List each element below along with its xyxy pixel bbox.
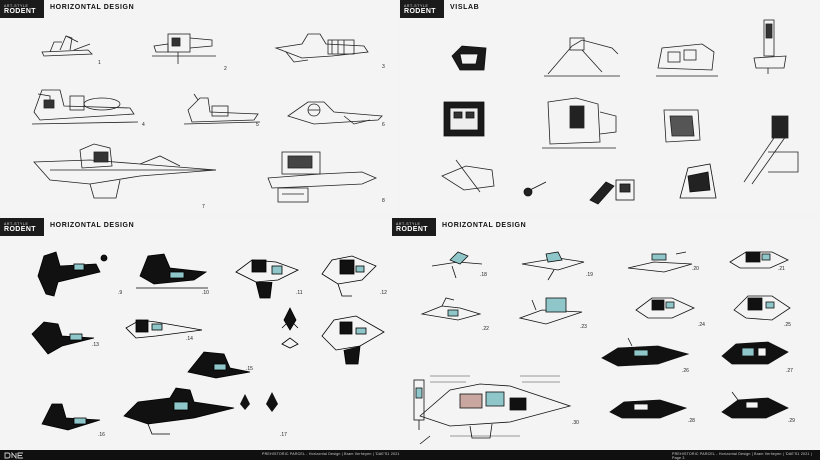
panel-title: HORIZONTAL DESIGN [50, 222, 135, 229]
vehicle-sketch-1 [40, 28, 95, 60]
silhouette-12b [316, 306, 388, 366]
panel-header: ART-STYLE RODENT HORIZONTAL DESIGN [0, 0, 140, 18]
rodent-badge: ART-STYLE RODENT [392, 218, 436, 236]
concept-18 [428, 248, 486, 282]
vehicle-sketch-3 [272, 26, 372, 66]
vehicle-sketch-4 [30, 82, 140, 128]
vislab-crane-sketch [738, 112, 804, 185]
concept-29 [718, 388, 792, 426]
dne-logo [0, 450, 30, 460]
concept-21 [726, 242, 792, 276]
vislab-pod-sketch [674, 158, 722, 204]
concept-side-tower [410, 376, 428, 432]
panel-title: HORIZONTAL DESIGN [50, 4, 135, 11]
concept-22 [418, 296, 484, 330]
concept-19 [518, 248, 588, 282]
panel-horizontal-design-1: ART-STYLE RODENT HORIZONTAL DESIGN 1 2 3… [0, 0, 398, 214]
vislab-hook-sketch [520, 178, 550, 200]
panel-vislab: ART-STYLE RODENT VISLAB [400, 0, 820, 214]
vislab-cabin-sketch [652, 38, 720, 82]
vehicle-sketch-5 [182, 88, 262, 128]
panel-horizontal-design-3: ART-STYLE RODENT HORIZONTAL DESIGN .18 .… [392, 218, 820, 450]
footer-caption-left: PREHISTORIC PARCEL - Horizontal Design |… [262, 452, 400, 456]
silhouette-14 [122, 310, 206, 344]
vislab-machine-sketch [536, 92, 622, 152]
panel-header: ART-STYLE RODENT HORIZONTAL DESIGN [0, 218, 140, 236]
silhouette-12 [318, 246, 382, 300]
small-silhouette-a [278, 306, 302, 332]
concept-30-annotated [410, 366, 580, 445]
vehicle-sketch-8 [262, 148, 380, 208]
vislab-tool-sketch [436, 156, 500, 196]
rodent-badge: ART-STYLE RODENT [0, 218, 44, 236]
footer-bar: PREHISTORIC PARCEL - Horizontal Design |… [0, 450, 820, 460]
concept-26 [598, 336, 692, 374]
panel-title: HORIZONTAL DESIGN [442, 222, 527, 229]
silhouette-15 [184, 344, 254, 384]
vislab-clamp-sketch [586, 172, 642, 206]
concept-27 [718, 334, 792, 374]
small-silhouette-d [264, 390, 280, 414]
vislab-box-sketch [658, 104, 706, 148]
silhouette-17 [118, 380, 238, 436]
concept-23 [516, 292, 586, 332]
concept-25 [730, 288, 794, 328]
vislab-panel-sketch [436, 98, 492, 144]
silhouette-16 [38, 394, 104, 436]
vehicle-sketch-7 [30, 140, 220, 206]
panel-header: ART-STYLE RODENT HORIZONTAL DESIGN [392, 218, 532, 236]
panel-horizontal-design-2: ART-STYLE RODENT HORIZONTAL DESIGN .9 .1… [0, 218, 398, 450]
silhouette-9 [34, 246, 114, 298]
silhouette-11 [232, 248, 302, 302]
silhouette-13 [28, 310, 98, 356]
vehicle-sketch-2 [150, 26, 218, 66]
vehicle-sketch-6 [284, 94, 384, 130]
small-silhouette-b [280, 336, 300, 350]
rodent-badge: ART-STYLE RODENT [400, 0, 444, 18]
rodent-badge: ART-STYLE RODENT [0, 0, 44, 18]
panel-title: VISLAB [450, 4, 480, 11]
panel-header: ART-STYLE RODENT VISLAB [400, 0, 485, 18]
concept-24 [632, 290, 698, 326]
concept-28 [606, 390, 690, 426]
silhouette-10 [134, 248, 210, 294]
vislab-module-sketch [448, 42, 490, 74]
concept-20 [624, 248, 696, 278]
small-silhouette-c [238, 392, 252, 412]
footer-caption-right: PREHISTORIC PARCEL - Horizontal Design |… [672, 452, 812, 460]
vislab-tower-sketch [750, 16, 790, 76]
vislab-arm-sketch [542, 28, 622, 78]
